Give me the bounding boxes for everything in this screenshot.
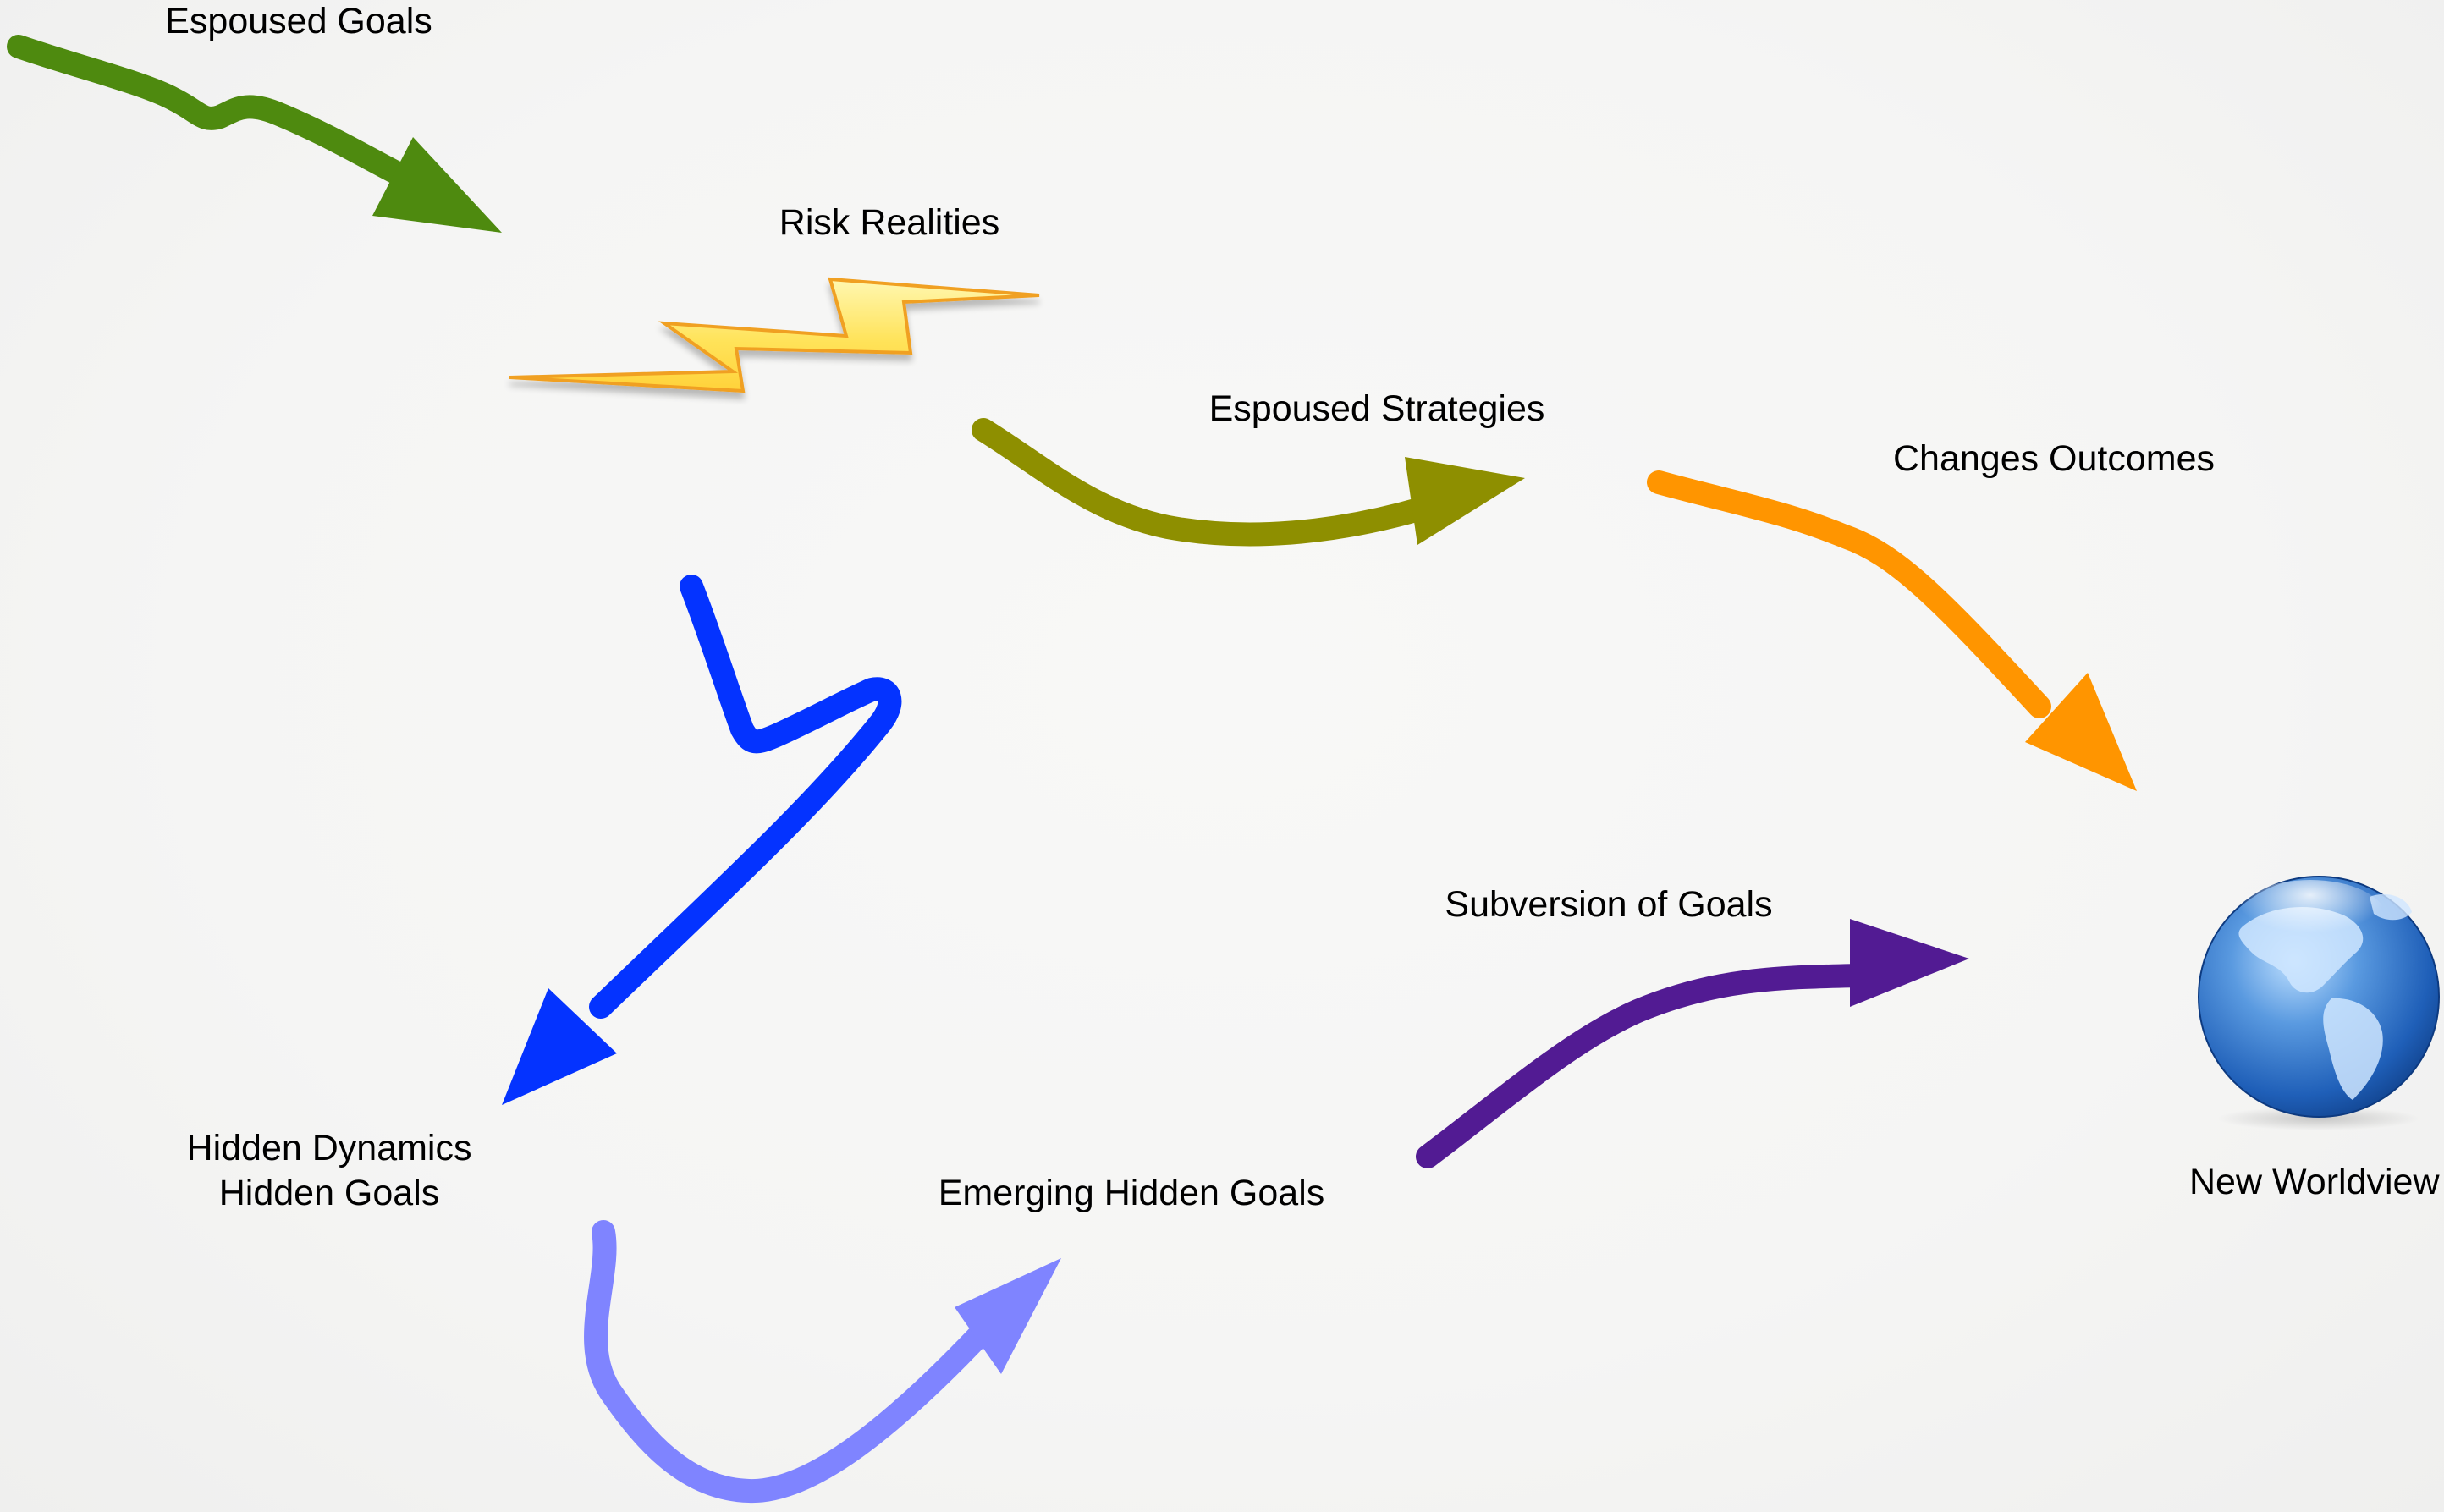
lightning-bolt-shape <box>509 277 1040 393</box>
changes-outcomes-arrow-head <box>2025 673 2137 791</box>
changes-outcomes-arrow-shaft <box>1647 470 2051 718</box>
subversion-of-goals-arrow-head <box>1850 919 1969 1007</box>
subversion-of-goals-label: Subversion of Goals <box>1445 884 1772 925</box>
new-worldview-label: New Worldview <box>2189 1162 2440 1202</box>
globe-shadow <box>2217 1107 2420 1130</box>
changes-outcomes-label: Changes Outcomes <box>1893 438 2215 479</box>
espoused-strategies-label: Espoused Strategies <box>1209 388 1545 429</box>
subversion-of-goals-arrow-shaft <box>1416 964 1874 1168</box>
subversion-of-goals-arrow <box>1416 919 1969 1168</box>
espoused-goals-arrow-head <box>372 137 502 233</box>
emerging-hidden-goals-arrow-shaft <box>584 1220 994 1504</box>
espoused-strategies-arrow-shaft <box>972 418 1450 547</box>
globe-continent-south-america <box>2323 998 2383 1100</box>
emerging-hidden-goals-arrow-head <box>955 1258 1061 1374</box>
hidden-dynamics-arrow <box>502 575 902 1105</box>
hidden-goals-label: Hidden Goals <box>219 1173 440 1213</box>
risk-realities-label: Risk Realities <box>779 202 999 243</box>
espoused-goals-label: Espoused Goals <box>165 1 432 41</box>
espoused-goals-arrow <box>7 35 502 233</box>
changes-outcomes-arrow <box>1647 470 2137 791</box>
globe-shine <box>2234 880 2386 956</box>
lightning-bolt-icon <box>509 277 1040 393</box>
emerging-hidden-goals-arrow <box>584 1220 1061 1504</box>
espoused-goals-arrow-shaft <box>7 35 410 185</box>
espoused-strategies-arrow-head <box>1405 457 1525 545</box>
hidden-dynamics-label: Hidden Dynamics <box>187 1128 472 1168</box>
hidden-dynamics-arrow-head <box>502 988 617 1105</box>
emerging-hidden-goals-label: Emerging Hidden Goals <box>939 1173 1325 1213</box>
globe-icon <box>2198 876 2440 1130</box>
espoused-strategies-arrow <box>972 418 1525 547</box>
hidden-dynamics-arrow-shaft <box>589 575 902 1019</box>
